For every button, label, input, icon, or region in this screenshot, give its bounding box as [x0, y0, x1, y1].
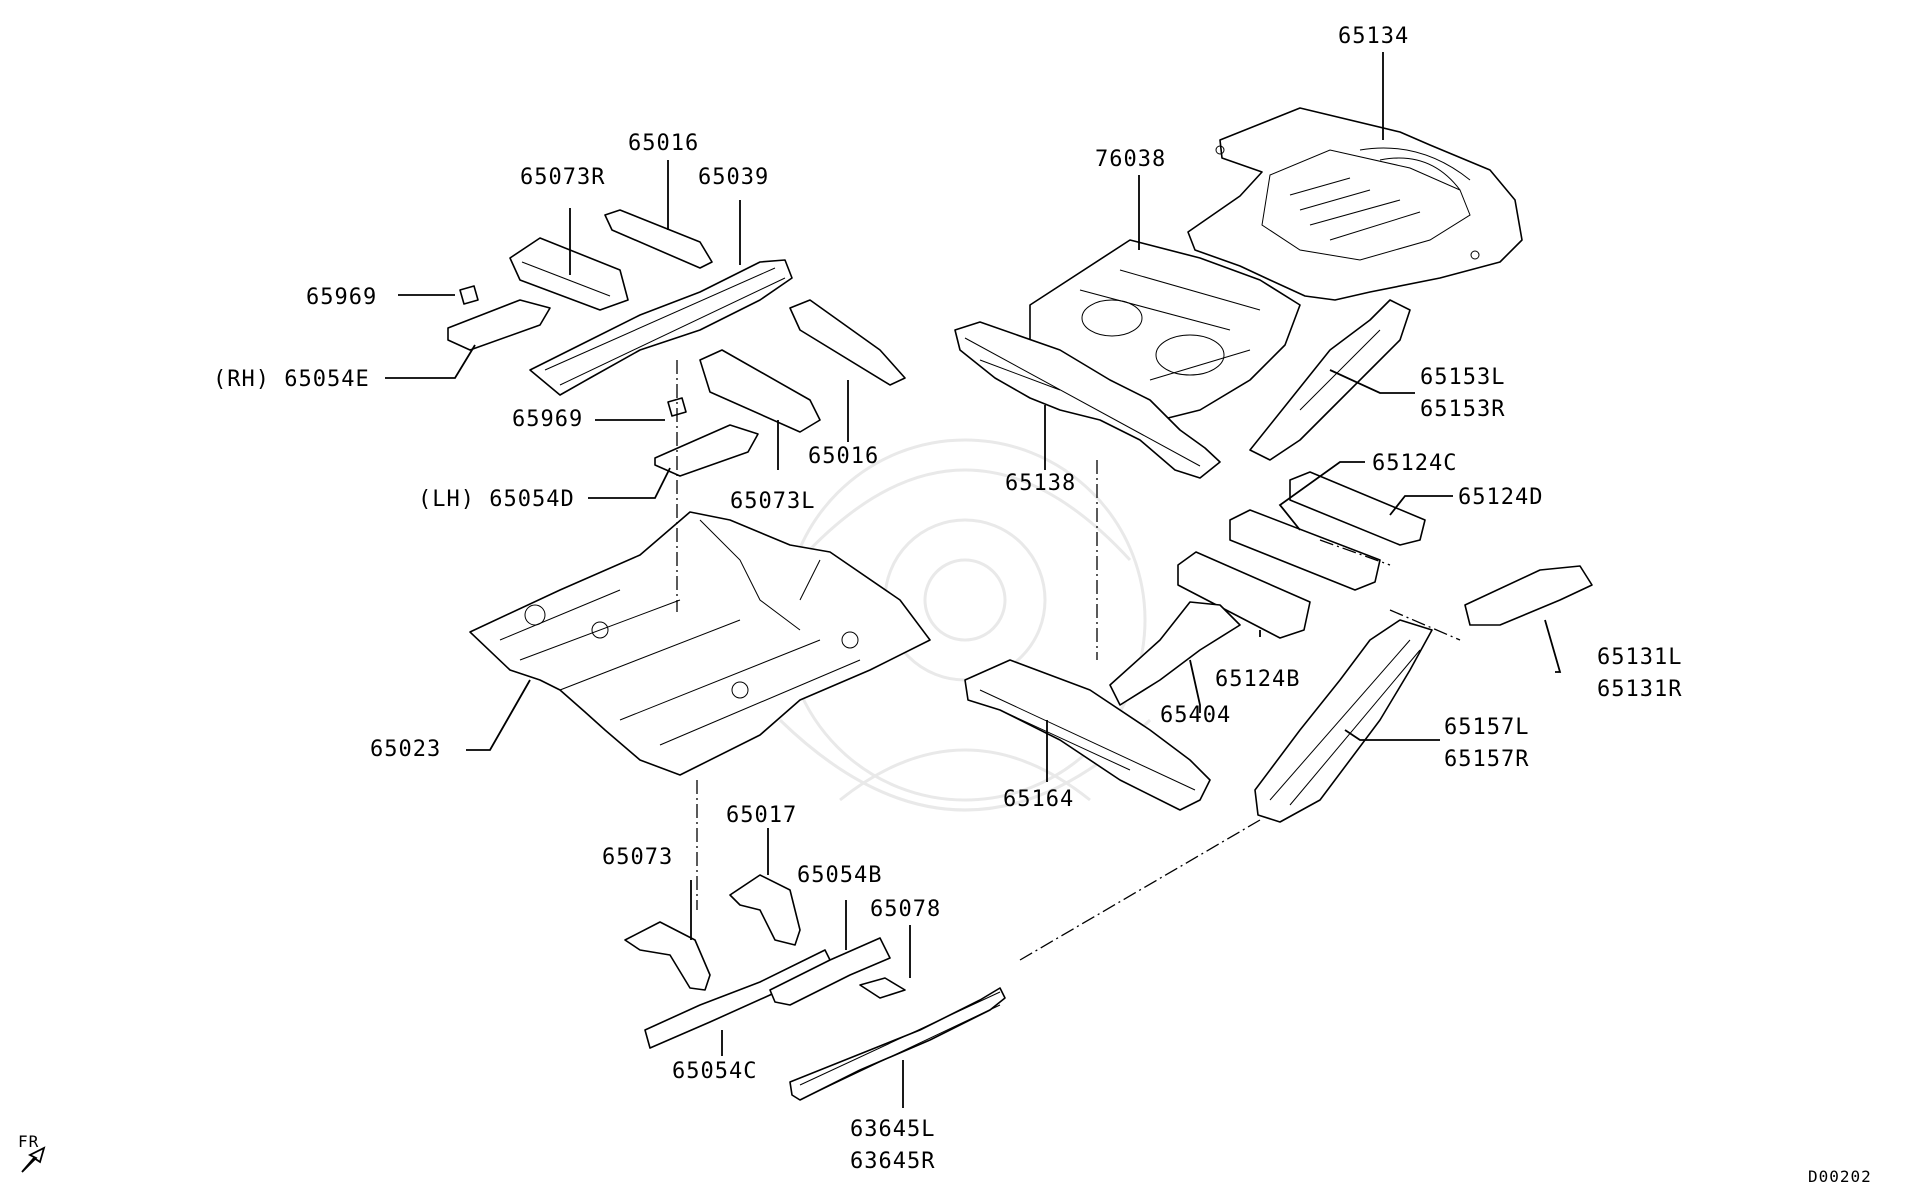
front-orientation-label: FR	[18, 1132, 40, 1151]
rear-floor-pan-65134	[1187, 107, 1523, 301]
label-65016-upper: 65016	[628, 131, 700, 156]
label-65969-upper: 65969	[306, 285, 378, 310]
label-65073R: 65073R	[520, 165, 606, 190]
label-65969-lower: 65969	[512, 407, 584, 432]
label-65131L: 65131L	[1597, 645, 1683, 670]
bracket-65054D	[654, 424, 759, 477]
label-65073: 65073	[602, 845, 674, 870]
label-65124C: 65124C	[1372, 451, 1458, 476]
bracket-65131	[1464, 565, 1593, 626]
label-65016-lower: 65016	[808, 444, 880, 469]
label-65153R: 65153R	[1420, 397, 1506, 422]
bracket-65073R	[509, 237, 629, 311]
side-member-65153	[1249, 299, 1411, 461]
label-65138: 65138	[1005, 471, 1077, 496]
label-63645R: 63645R	[850, 1149, 936, 1174]
front-floor-65023	[469, 511, 931, 776]
label-65073L: 65073L	[730, 489, 816, 514]
label-65039: 65039	[698, 165, 770, 190]
label-65054E: (RH) 65054E	[213, 367, 370, 392]
bolt-65969-lower	[667, 397, 687, 417]
front-direction-arrow-icon	[21, 1146, 46, 1173]
label-65124B: 65124B	[1215, 667, 1301, 692]
label-65078: 65078	[870, 897, 942, 922]
watermark-emblem	[778, 438, 1152, 812]
side-sill-inner-65039	[529, 259, 793, 396]
rear-side-member-65157	[1254, 619, 1433, 823]
label-63645L: 63645L	[850, 1117, 936, 1142]
bracket-65054E	[447, 299, 551, 351]
bracket-65073L	[699, 349, 821, 433]
member-65124C	[1229, 509, 1381, 591]
label-76038: 76038	[1095, 147, 1167, 172]
bracket-65017	[729, 874, 801, 946]
bracket-65078	[859, 977, 906, 999]
label-65404: 65404	[1160, 703, 1232, 728]
bracket-65073	[624, 921, 711, 991]
label-65131R: 65131R	[1597, 677, 1683, 702]
label-65054C: 65054C	[672, 1059, 758, 1084]
bolt-65969-upper	[459, 285, 479, 305]
label-65157R: 65157R	[1444, 747, 1530, 772]
alignment-lines	[676, 360, 1461, 961]
side-sill-63645	[789, 987, 1006, 1101]
label-65157L: 65157L	[1444, 715, 1530, 740]
label-65134: 65134	[1338, 24, 1410, 49]
leader-lines	[385, 52, 1562, 1108]
member-65124B	[1177, 551, 1311, 639]
label-65023: 65023	[370, 737, 442, 762]
label-65054B: 65054B	[797, 863, 883, 888]
bracket-65404	[1109, 601, 1241, 706]
label-65054D: (LH) 65054D	[418, 487, 575, 512]
reinforcement-65016-lower	[789, 299, 906, 386]
reinforcement-65016-upper	[604, 209, 713, 269]
member-65124D	[1289, 471, 1426, 546]
crossmember-65164	[964, 659, 1211, 811]
label-65164: 65164	[1003, 787, 1075, 812]
label-65017: 65017	[726, 803, 798, 828]
label-65124D: 65124D	[1458, 485, 1544, 510]
sill-65054B	[769, 937, 891, 1006]
crossmember-65138	[954, 321, 1221, 479]
diagram-code: D00202	[1808, 1167, 1872, 1186]
label-65153L: 65153L	[1420, 365, 1506, 390]
